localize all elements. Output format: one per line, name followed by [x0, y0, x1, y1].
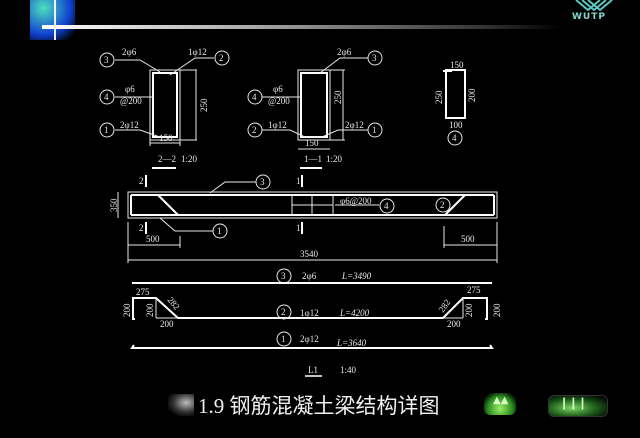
drawing-label-text: L=3640 — [336, 338, 367, 348]
drawing-label: L1 1:40 — [305, 365, 357, 377]
drawing-label-text: 2φ12 — [300, 334, 319, 344]
drawing-label-text: 1φ12 — [188, 47, 207, 57]
drawing-label-text: 350 — [109, 198, 119, 212]
drawing-label-text: 4 — [452, 133, 457, 143]
header-rule — [42, 25, 562, 29]
drawing-label-text: 3 — [281, 271, 286, 281]
drawing-label-text: 3 — [260, 177, 265, 187]
drawing-label-text: 2 — [440, 200, 445, 210]
drawing-label-text: 200 — [492, 303, 502, 317]
drawing-label-text: 200 — [160, 319, 174, 329]
drawing-label-text: 250 — [199, 98, 209, 112]
drawing-label-text: 2φ6 — [122, 47, 137, 57]
drawing-label-text: 4 — [252, 92, 257, 102]
drawing-label-text: 4 — [384, 201, 389, 211]
drawing-label-text: 200 — [467, 88, 477, 102]
slide-title: 1.9 钢筋混凝土梁结构详图 — [198, 394, 440, 418]
drawing-label-text: 2 — [139, 223, 144, 233]
drawing-label-text: 200 — [145, 303, 155, 317]
drawing-label-text: @200 — [120, 96, 142, 106]
drawing-label-text: 3 — [104, 55, 109, 65]
drawing-label-text: 200 — [447, 319, 461, 329]
bar-1: 1 2φ12 L=3640 — [130, 331, 494, 349]
drawing-label-text: 1:20 — [326, 154, 343, 164]
arrow-icon: ▲▲ — [493, 395, 509, 406]
drawing-label-text: 200 — [122, 303, 132, 317]
drawing-label-text: 150 — [159, 133, 173, 143]
drawing-label-text: 150 — [305, 138, 319, 148]
drawing-label-text: 4 — [104, 92, 109, 102]
drawing-label-text: 2 — [139, 176, 144, 186]
drawing-label-text: φ6 — [273, 84, 283, 94]
drawing-label-text: 1 — [296, 223, 301, 233]
bar-3: 3 2φ6 L=3490 — [132, 268, 492, 284]
drawing-label-text: L=4200 — [339, 308, 370, 318]
drawing-label-text: φ6@200 — [340, 196, 372, 206]
drawing-label-text: 2φ6 — [337, 47, 352, 57]
drawing-label-text: 250 — [434, 90, 444, 104]
logo-text: WUTP — [572, 12, 606, 22]
drawing-label-text: 1—1 — [304, 154, 322, 164]
drawing-label-text: 2 — [219, 53, 224, 63]
drawing-label-text: 500 — [461, 234, 475, 244]
drawing-label-text: 100 — [449, 120, 463, 130]
drawing-label-text: 150 — [450, 60, 464, 70]
header-decoration — [30, 0, 75, 40]
drawing-label-text: 1 — [281, 334, 286, 344]
drawing-label-text: 2 — [252, 125, 257, 135]
drawing-label-text: 2φ12 — [345, 120, 364, 130]
logo: WUTP — [566, 0, 626, 26]
drawing-label-text: 2 — [281, 307, 286, 317]
drawing-label-text: 3540 — [300, 249, 319, 259]
drawing-label-text: 3 — [372, 53, 377, 63]
logo-icon — [575, 0, 613, 12]
drawing-label-text: 1 — [372, 125, 377, 135]
section-2-2: 3 4 1 2 2φ6 1φ12 φ6 @200 2φ12 150 250 2—2 1:… — [99, 47, 230, 169]
header-vertical-rule — [54, 0, 56, 40]
prev-button[interactable]: ▲▲ — [484, 393, 516, 415]
title-decoration — [168, 394, 194, 416]
drawing-label-text: 1φ12 — [300, 308, 319, 318]
drawing-label-text: 1:40 — [340, 365, 357, 375]
drawing-label-text: 275 — [136, 287, 150, 297]
section-1-1: 4 2 3 1 2φ6 φ6 @200 1φ12 2φ12 150 250 1—1 1:… — [247, 47, 383, 169]
drawing-label-text: 250 — [333, 90, 343, 104]
drawing-label-text: φ6 — [125, 84, 135, 94]
drawing-label-text: 1:20 — [181, 154, 198, 164]
drawing-label-text: 500 — [146, 234, 160, 244]
drawing-label-text: 2φ12 — [120, 120, 139, 130]
drawing-label-text: L1 — [308, 365, 318, 375]
drawing-label-text: 1φ12 — [268, 120, 287, 130]
drawing-label-text: 1 — [104, 125, 109, 135]
drawing-label-text: 1 — [217, 226, 222, 236]
next-button[interactable]: ┃ ┃ ┃ — [548, 395, 608, 417]
drawing-label-text: @200 — [268, 96, 290, 106]
menu-icon: ┃ ┃ ┃ — [561, 399, 586, 410]
drawing-label-text: 1 — [296, 176, 301, 186]
beam-elevation: 350 2 2 1 1 3 φ6@200 4 2 1 500 500 3540 — [109, 174, 498, 263]
drawing-label-text: 2φ6 — [302, 271, 317, 281]
drawing-label-text: L=3490 — [341, 271, 372, 281]
stirrup-detail: 150 250 200 100 4 — [434, 60, 477, 146]
drawing-label-text: 275 — [467, 285, 481, 295]
drawing-label-text: 200 — [464, 303, 474, 317]
drawing-label-text: 2—2 — [158, 154, 176, 164]
